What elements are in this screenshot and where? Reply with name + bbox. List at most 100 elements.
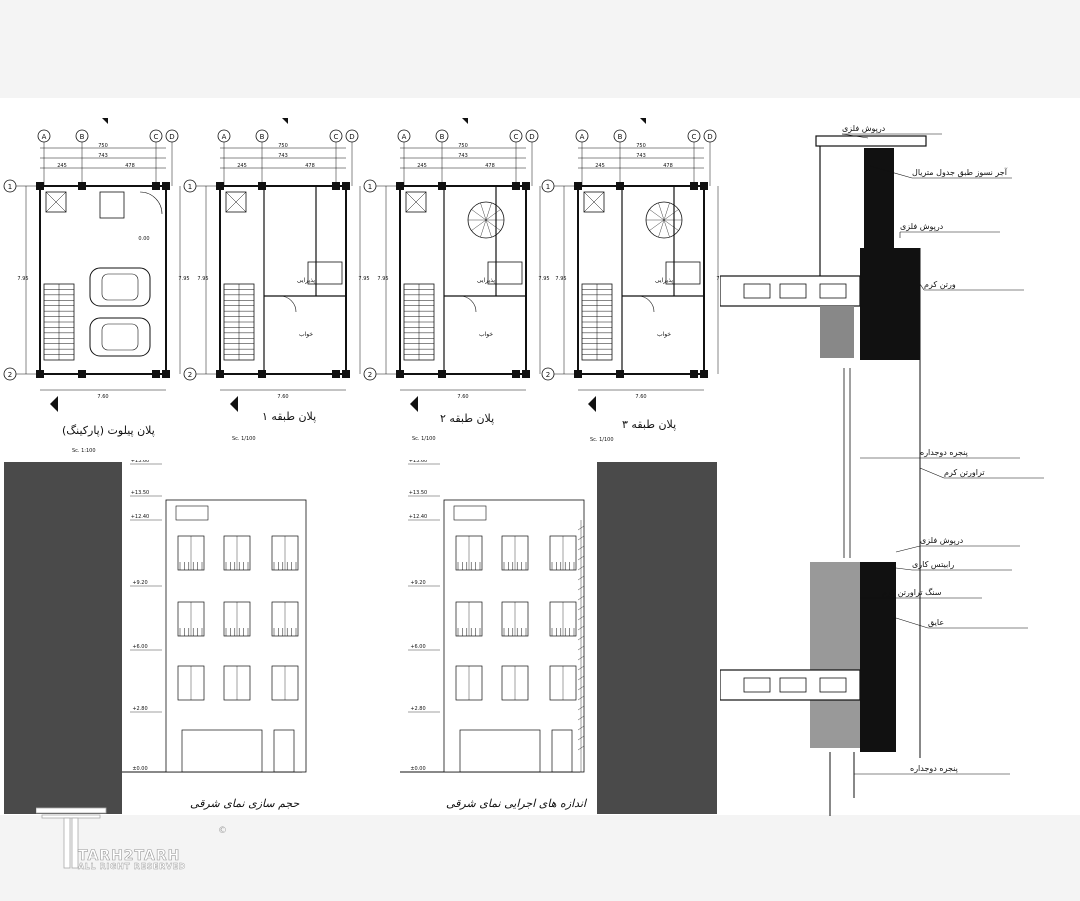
plan-scale-pilot: Sc. 1:100 (72, 448, 96, 454)
dimension-text: 7.95 (17, 276, 28, 282)
insulation-block (860, 248, 920, 360)
structural-column (616, 370, 624, 378)
structural-column (690, 370, 698, 378)
dimension-text: 478 (485, 163, 495, 169)
hatched-beam (820, 306, 854, 358)
east-elevations: +13.60+13.50+12.40+9.20+6.00+2.80±0.00+1… (122, 460, 585, 773)
structural-column (332, 182, 340, 190)
section-marker (410, 396, 418, 412)
garage-door (459, 729, 541, 773)
grid-row-label: 1 (188, 183, 192, 191)
floor-plan-4: ABCD127507432454787.607.957.95خوابپذیرای… (541, 118, 720, 412)
room-label: پذیرایی (655, 277, 673, 284)
grid-axis-label: A (402, 133, 407, 141)
tarh2tarh-logo (36, 807, 107, 869)
dimension-text: 7.95 (197, 276, 208, 282)
spiral-tread (485, 209, 501, 221)
level-label: +2.80 (410, 706, 425, 712)
structural-column (700, 182, 708, 190)
grid-axis-label: B (80, 133, 85, 141)
section-marker (230, 396, 238, 412)
level-label: +13.60 (131, 460, 150, 464)
structural-column (512, 182, 520, 190)
structural-column (342, 182, 350, 190)
grid-axis-label: B (440, 133, 445, 141)
grid-row-label: 2 (368, 371, 372, 379)
leader-line (869, 165, 913, 179)
roof-parapet (175, 505, 209, 521)
detail-label: عایق (928, 618, 945, 627)
elevator-shaft (225, 191, 247, 213)
spiral-tread (658, 202, 665, 221)
structural-column (78, 182, 86, 190)
spiral-tread (485, 219, 492, 238)
structural-column (438, 370, 446, 378)
dimension-text: 750 (458, 143, 468, 149)
kitchen-counter (307, 261, 343, 285)
wall-section-detail (720, 133, 1044, 816)
structural-column (258, 370, 266, 378)
section-marker (588, 396, 596, 412)
structural-column (36, 370, 44, 378)
structural-column (396, 182, 404, 190)
left-dark-panel (4, 462, 122, 814)
room-label: پذیرایی (477, 277, 495, 284)
structural-column (216, 370, 224, 378)
entrance-door (273, 729, 295, 773)
elevator-cross (225, 191, 247, 213)
grid-axis-label: A (42, 133, 47, 141)
dimension-text: 7.95 (358, 276, 369, 282)
grid-row-label: 1 (8, 183, 12, 191)
structural-column (574, 370, 582, 378)
structural-column (216, 182, 224, 190)
car-symbol (89, 267, 151, 307)
grid-row-label: 2 (188, 371, 192, 379)
grid-axis-label: D (707, 133, 712, 141)
roof-parapet (453, 505, 487, 521)
structural-column (574, 182, 582, 190)
room-label: خواب (299, 331, 313, 338)
detail-label: ورتن کرم (924, 280, 956, 289)
structural-column (342, 370, 350, 378)
structural-column (522, 370, 530, 378)
floor-slab (720, 669, 861, 701)
plan-scale-floor2: Sc. 1/100 (412, 436, 436, 442)
leader-line (919, 283, 925, 291)
grid-axis-label: C (514, 133, 519, 141)
elevator-cross (583, 191, 605, 213)
dimension-text: 743 (458, 153, 468, 159)
grid-axis-label: C (154, 133, 159, 141)
dimension-text: 7.95 (178, 276, 189, 282)
outer-wall (219, 185, 347, 375)
grid-axis-label: A (222, 133, 227, 141)
section-marker (462, 118, 468, 124)
dimension-text: 245 (57, 163, 67, 169)
structural-column (616, 182, 624, 190)
structural-column (396, 370, 404, 378)
leader-line (895, 617, 929, 629)
structural-column (700, 370, 708, 378)
dimension-text: 478 (305, 163, 315, 169)
detail-label: سنگ تراورتن کرم (882, 588, 942, 597)
watermark-rights: ALL RIGHT RESERVED (78, 862, 186, 871)
plan-scale-floor1: Sc. 1/100 (232, 436, 256, 442)
elevation-caption-dimensions: اندازه های اجرایی نمای شرقی (446, 797, 587, 810)
car-roof (101, 273, 139, 301)
dimension-text: 743 (636, 153, 646, 159)
spiral-tread (471, 219, 487, 231)
dimension-text: 245 (237, 163, 247, 169)
dimension-text: 743 (278, 153, 288, 159)
door-swing (637, 295, 655, 313)
spiral-tread (663, 209, 679, 221)
grid-row-label: 1 (368, 183, 372, 191)
spiral-tread (485, 219, 501, 231)
grid-axis-label: C (334, 133, 339, 141)
elevation-group: +13.60+13.50+12.40+9.20+6.00+2.80±0.00+1… (122, 460, 585, 773)
dimension-text: 478 (125, 163, 135, 169)
metal-coping (815, 135, 927, 147)
dimension-text: 7.60 (457, 394, 468, 400)
level-label: +6.00 (410, 644, 425, 650)
plan-title-floor3: پلان طبقه ۳ (622, 418, 677, 431)
dimension-text: 7.95 (538, 276, 549, 282)
